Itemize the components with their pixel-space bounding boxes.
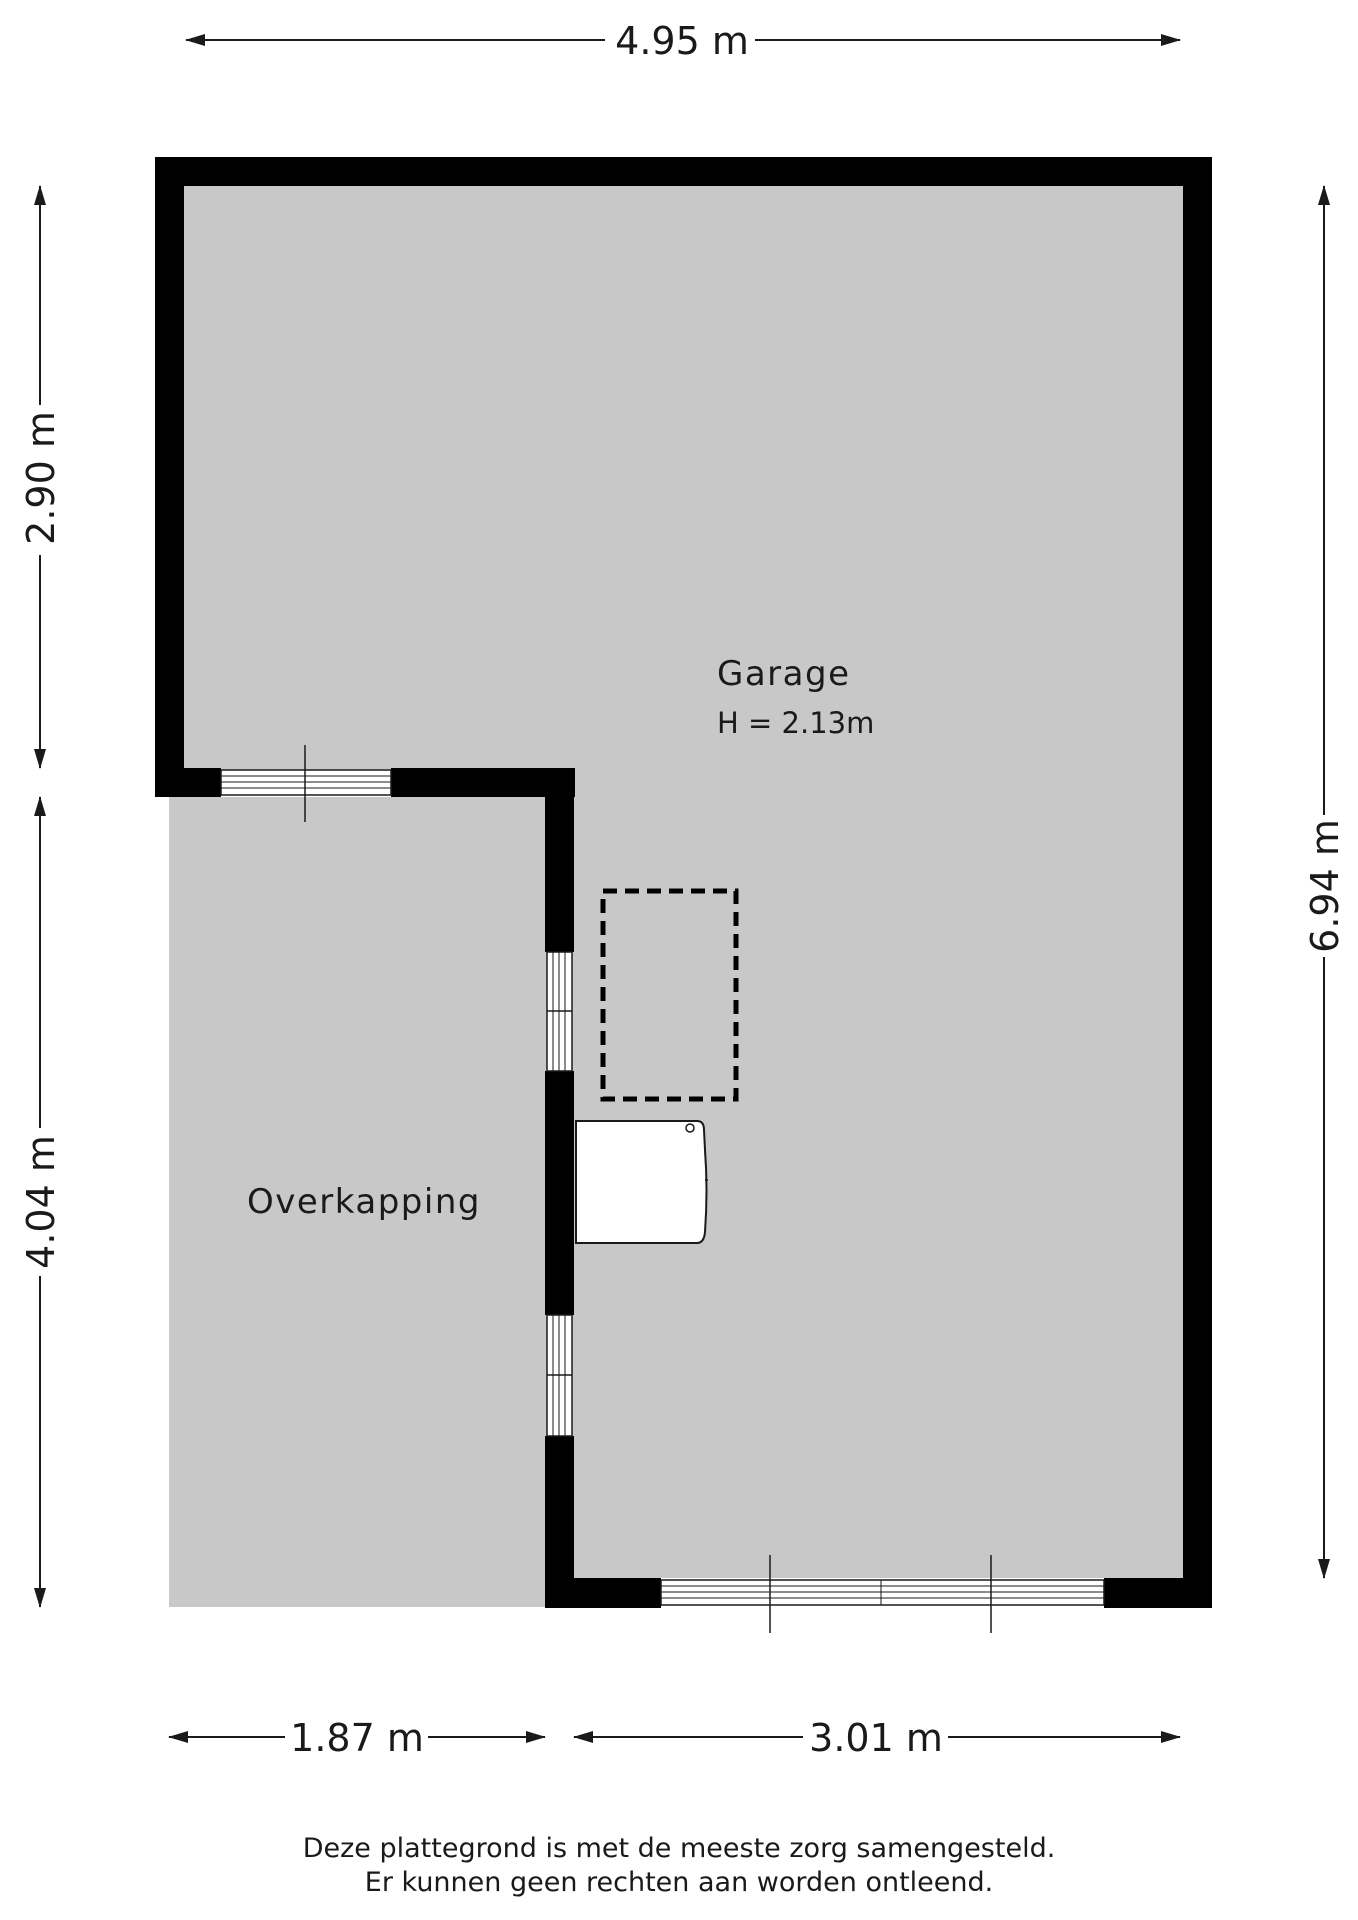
room-height-garage: H = 2.13m <box>717 706 874 740</box>
dimension-top: 4.95 m <box>185 19 1181 63</box>
wall-bottom-left <box>545 1578 661 1608</box>
carport-floor <box>169 797 545 1607</box>
dimension-bottom-right-label: 3.01 m <box>809 1716 943 1760</box>
attic-hatch-outline <box>600 888 739 1102</box>
room-label-garage: Garage <box>717 654 851 694</box>
dimension-left-lower-label: 4.04 m <box>19 1135 63 1269</box>
window-horizontal <box>220 745 392 822</box>
dimension-bottom-right: 3.01 m <box>573 1716 1181 1760</box>
garage-door <box>660 1555 1105 1633</box>
dimension-left-upper-label: 2.90 m <box>19 411 63 545</box>
wall-inner-2 <box>545 1071 574 1315</box>
wall-right <box>1183 157 1212 1608</box>
wall-bottom-right <box>1104 1578 1212 1608</box>
wall-mid-horizontal <box>391 768 575 797</box>
wall-inner-1 <box>545 768 574 952</box>
disclaimer-line-2: Er kunnen geen rechten aan worden ontlee… <box>364 1867 994 1898</box>
dimension-top-label: 4.95 m <box>615 19 749 63</box>
wall-left-stub <box>155 768 221 797</box>
dimension-right-label: 6.94 m <box>1303 819 1347 953</box>
dimension-right: 6.94 m <box>1303 185 1347 1579</box>
wall-top <box>155 157 1211 186</box>
disclaimer-line-1: Deze plattegrond is met de meeste zorg s… <box>302 1833 1056 1864</box>
disclaimer: Deze plattegrond is met de meeste zorg s… <box>0 1832 1358 1900</box>
garage-floor <box>184 186 1183 1578</box>
dimension-bottom-left-label: 1.87 m <box>290 1716 424 1760</box>
wall-left <box>155 157 184 797</box>
room-label-carport: Overkapping <box>247 1182 481 1222</box>
dimension-left-lower: 4.04 m <box>19 796 63 1608</box>
dimension-bottom-left: 1.87 m <box>168 1716 546 1760</box>
appliance-icon <box>575 1120 708 1244</box>
window-vertical-lower <box>546 1314 573 1437</box>
dimension-left-upper: 2.90 m <box>19 185 63 769</box>
window-vertical-upper <box>546 951 573 1072</box>
walls <box>155 157 1212 1608</box>
